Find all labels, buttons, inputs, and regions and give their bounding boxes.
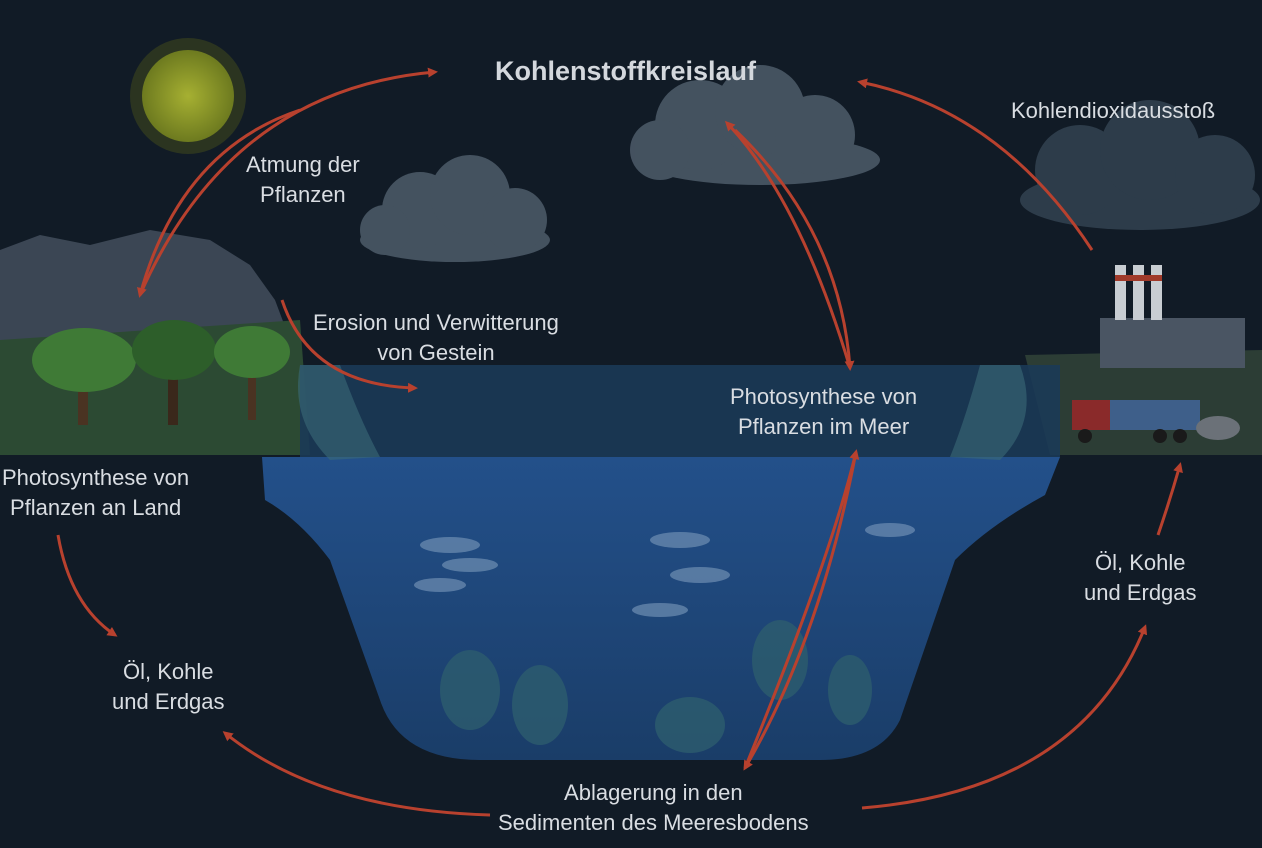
label-photosynthesis-sea-line2: Pflanzen im Meer: [737, 414, 910, 439]
label-photosynthesis-land-line2: Pflanzen an Land: [9, 495, 182, 520]
rock-icon: [1196, 416, 1240, 440]
sun-icon: [130, 38, 246, 154]
sea: [262, 365, 1060, 760]
label-fossil-right-line1: Öl, Kohle: [1095, 550, 1186, 575]
seaweed-icon: [440, 620, 872, 753]
label-fossil-left-line2: und Erdgas: [112, 689, 225, 714]
arrow-sediment-up: [743, 449, 860, 769]
arrow-respiration: [138, 67, 438, 296]
label-respiration-line1: Atmung der: [246, 152, 360, 177]
label-erosion: Erosion und Verwitterung von Gestein: [313, 308, 559, 368]
label-respiration-line2: Pflanzen: [260, 182, 346, 207]
label-sediment: Ablagerung in den Sedimenten des Meeresb…: [498, 778, 809, 838]
arrows: [56, 67, 1183, 817]
arrow-sediment-to-fossil-left: [222, 731, 491, 817]
label-fossil-fuels-right: Öl, Kohle und Erdgas: [1084, 548, 1197, 608]
tree-icon: [32, 320, 290, 425]
label-photosynthesis-sea-line1: Photosynthese von: [730, 384, 918, 409]
label-emission: Kohlendioxidausstoß: [1011, 98, 1216, 123]
label-fossil-right-line2: und Erdgas: [1084, 580, 1197, 605]
cloud-icon: [1020, 100, 1260, 230]
arrow-fossil-to-emission: [1156, 462, 1183, 536]
arrow-ocean-exchange-up: [724, 120, 852, 369]
arrow-ocean-exchange-down: [733, 128, 855, 371]
truck-icon: [1072, 400, 1200, 443]
label-respiration: Atmung der Pflanzen: [246, 150, 360, 210]
label-fossil-fuels-left: Öl, Kohle und Erdgas: [112, 657, 225, 717]
arrow-emission: [857, 78, 1094, 251]
fish-icon: [414, 523, 915, 617]
diagram-title: Kohlenstoffkreislauf: [495, 56, 757, 86]
arrow-erosion: [280, 299, 418, 393]
arrow-sediment-down: [743, 451, 858, 771]
cloud-icon: [360, 155, 550, 262]
label-fossil-left-line1: Öl, Kohle: [123, 659, 214, 684]
label-erosion-line1: Erosion und Verwitterung: [313, 310, 559, 335]
label-photosynthesis-sea: Photosynthese von Pflanzen im Meer: [730, 382, 917, 442]
arrow-sediment-to-fossil-right: [861, 624, 1148, 810]
label-sediment-line2: Sedimenten des Meeresbodens: [498, 810, 809, 835]
label-photosynthesis-land-line1: Photosynthese von: [2, 465, 190, 490]
label-sediment-line1: Ablagerung in den: [564, 780, 743, 805]
label-erosion-line2: von Gestein: [377, 340, 495, 365]
label-photosynthesis-land: Photosynthese von Pflanzen an Land: [2, 463, 189, 523]
arrow-respiration-back: [137, 108, 301, 298]
arrow-land-to-fossil: [56, 534, 118, 637]
